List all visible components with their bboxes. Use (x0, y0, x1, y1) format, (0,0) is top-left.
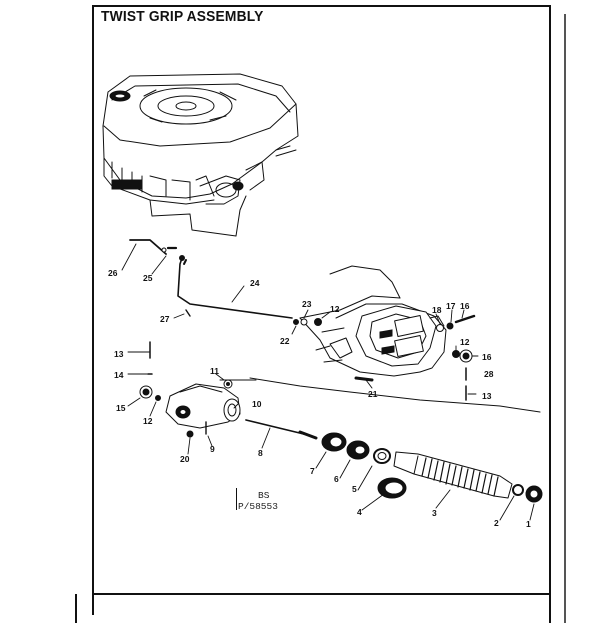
frame-left-line (92, 5, 94, 615)
frame-right-line (549, 5, 551, 623)
twist-grip-housing-10 (165, 379, 241, 438)
callout-2: 2 (494, 518, 499, 528)
callout-11: 11 (210, 366, 219, 376)
callout-26: 26 (108, 268, 118, 278)
callout-7: 7 (310, 466, 315, 476)
callout-4: 4 (357, 507, 362, 517)
callout-10: 10 (252, 399, 262, 409)
callout-21: 21 (368, 389, 378, 399)
left-fasteners-12-13-14-15 (139, 341, 161, 401)
callout-16-top: 16 (460, 301, 470, 311)
washer-5 (373, 448, 391, 464)
callout-1: 1 (526, 519, 531, 529)
bracket-fasteners-12-16-17-18 (436, 314, 476, 401)
drawing-code-bar (236, 488, 237, 510)
callout-13-right: 13 (482, 391, 492, 401)
callout-6: 6 (334, 474, 339, 484)
callout-22: 22 (280, 336, 290, 346)
callout-12-left: 12 (143, 416, 153, 426)
frame-top-line (92, 5, 550, 7)
callout-12-bracket: 12 (460, 337, 470, 347)
callout-16: 16 (482, 352, 492, 362)
washer-2 (512, 484, 524, 496)
drawing-code-line2: P/58553 (238, 501, 278, 512)
bolt-21 (354, 376, 374, 382)
gear-7 (321, 432, 347, 452)
shaft-8 (245, 419, 318, 440)
callout-15: 15 (116, 403, 126, 413)
callout-12-rod: 12 (330, 304, 340, 314)
drawing-code-line1: BS (258, 490, 270, 501)
leader-lines (121, 243, 535, 521)
callout-28: 28 (484, 369, 494, 379)
callout-9: 9 (210, 444, 215, 454)
callout-8: 8 (258, 448, 263, 458)
frame-right-outer-line (564, 14, 566, 623)
callout-18: 18 (432, 305, 442, 315)
callout-14: 14 (114, 370, 124, 380)
callout-13-left: 13 (114, 349, 124, 359)
callout-20: 20 (180, 454, 190, 464)
twist-grip-3 (393, 451, 513, 499)
motor-bracket-illustration (219, 265, 541, 413)
frame-bottom-line (92, 593, 550, 595)
callout-labels: 24 23 22 12 18 17 16 12 16 28 13 21 13 1… (108, 268, 531, 529)
callout-17: 17 (446, 301, 456, 311)
throttle-rod-24 (177, 255, 293, 319)
gear-6 (346, 440, 370, 460)
callout-5: 5 (352, 484, 357, 494)
rod-fasteners-12-22-23 (293, 318, 322, 326)
frame-lower-left-line (75, 594, 77, 623)
engine-illustration (102, 73, 299, 237)
ring-4 (377, 477, 407, 499)
linkage-parts-25-26 (129, 239, 191, 317)
callout-27: 27 (160, 314, 170, 324)
callout-24: 24 (250, 278, 260, 288)
callout-25: 25 (143, 273, 153, 283)
nut-1 (525, 485, 543, 503)
callout-23: 23 (302, 299, 312, 309)
diagram-title: TWIST GRIP ASSEMBLY (101, 8, 264, 25)
callout-3: 3 (432, 508, 437, 518)
